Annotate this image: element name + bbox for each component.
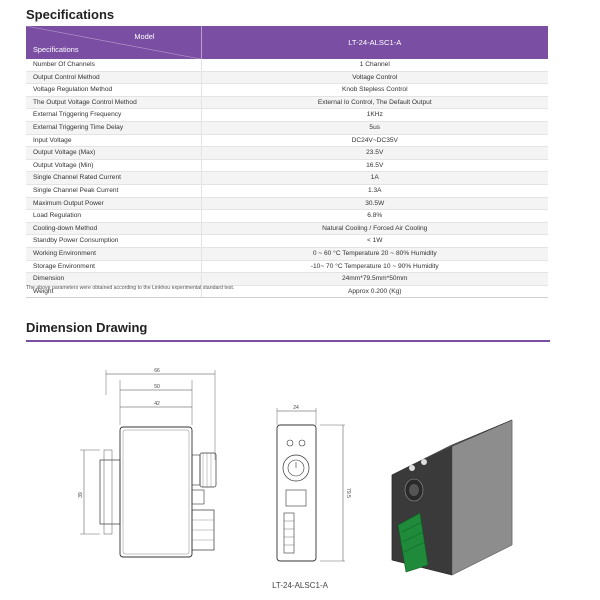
specifications-heading: Specifications	[26, 7, 115, 22]
spec-footnote: The above parameters were obtained accor…	[26, 285, 235, 291]
spec-label: Storage Environment	[26, 260, 201, 274]
dim-overall-width: 66	[154, 368, 160, 374]
spec-label: Number Of Channels	[26, 59, 201, 72]
side-view-drawing: 66 50 42 39	[78, 368, 217, 558]
spec-label: Single Channel Rated Current	[26, 171, 201, 185]
spec-value: Natural Cooling / Forced Air Cooling	[200, 222, 548, 236]
spec-value: 16.5V	[200, 159, 548, 173]
spec-value: < 1W	[200, 234, 548, 248]
dimension-drawing-heading: Dimension Drawing	[26, 320, 148, 335]
spec-table: Model Specifications LT-24-ALSC1-A Numbe…	[26, 26, 548, 299]
spec-table-header: Model Specifications LT-24-ALSC1-A	[26, 26, 548, 59]
header-model-name: LT-24-ALSC1-A	[201, 26, 548, 59]
perspective-view-drawing	[391, 419, 513, 576]
spec-value: DC24V~DC35V	[200, 134, 548, 148]
table-row: Output Voltage (Min)16.5V	[26, 159, 548, 173]
spec-label: Output Voltage (Min)	[26, 159, 201, 173]
spec-label: Working Environment	[26, 247, 201, 261]
dimension-drawing: 66 50 42 39	[78, 368, 513, 576]
spec-label: External Triggering Time Delay	[26, 121, 201, 135]
spec-value: Knob Stepless Control	[200, 83, 548, 97]
header-model-label: Model	[134, 32, 155, 41]
heading-underline	[26, 340, 550, 342]
table-row: Standby Power Consumption< 1W	[26, 234, 548, 248]
spec-label: Maximum Output Power	[26, 197, 201, 211]
dim-inner-width: 42	[154, 401, 160, 407]
spec-value: 1A	[200, 171, 548, 185]
dim-side-height: 39	[78, 492, 84, 498]
dim-front-width: 24	[293, 405, 299, 411]
spec-label: Weight	[26, 285, 201, 299]
spec-value: Approx 0.200 (Kg)	[200, 285, 548, 299]
table-row: Storage Environment-10~ 70 °C Temperatur…	[26, 260, 548, 274]
spec-value: 1 Channel	[200, 59, 548, 72]
spec-label: Voltage Regulation Method	[26, 83, 201, 97]
spec-value: 6.8%	[200, 209, 548, 223]
spec-value: 24mm*79.5mm*50mm	[200, 272, 548, 286]
spec-value: 0 ~ 60 °C Temperature 20 ~ 80% Humidity	[200, 247, 548, 261]
spec-value: 1KHz	[200, 108, 548, 122]
spec-label: External Triggering Frequency	[26, 108, 201, 122]
spec-label: Load Regulation	[26, 209, 201, 223]
spec-label: The Output Voltage Control Method	[26, 96, 201, 110]
spec-label: Dimension	[26, 272, 201, 286]
drawing-caption: LT-24-ALSC1-A	[272, 581, 328, 590]
dim-front-height: 79.5	[345, 488, 351, 498]
spec-value: External Io Control, The Default Output	[200, 96, 548, 110]
spec-value: 30.5W	[200, 197, 548, 211]
table-row: Output Voltage (Max)23.5V	[26, 146, 548, 160]
spec-value: Voltage Control	[200, 71, 548, 85]
front-view-drawing: 24 79.5	[276, 405, 351, 562]
dim-body-width: 50	[154, 384, 160, 390]
spec-value: 5us	[200, 121, 548, 135]
spec-label: Output Voltage (Max)	[26, 146, 201, 160]
spec-value: -10~ 70 °C Temperature 10 ~ 90% Humidity	[200, 260, 548, 274]
spec-label: Input Voltage	[26, 134, 201, 148]
spec-value: 23.5V	[200, 146, 548, 160]
spec-label: Single Channel Peak Current	[26, 184, 201, 198]
header-diagonal-cell: Model Specifications	[26, 26, 202, 59]
spec-value: 1.3A	[200, 184, 548, 198]
spec-label: Output Control Method	[26, 71, 201, 85]
spec-label: Cooling-down Method	[26, 222, 201, 236]
spec-label: Standby Power Consumption	[26, 234, 201, 248]
header-spec-label: Specifications	[33, 45, 79, 54]
